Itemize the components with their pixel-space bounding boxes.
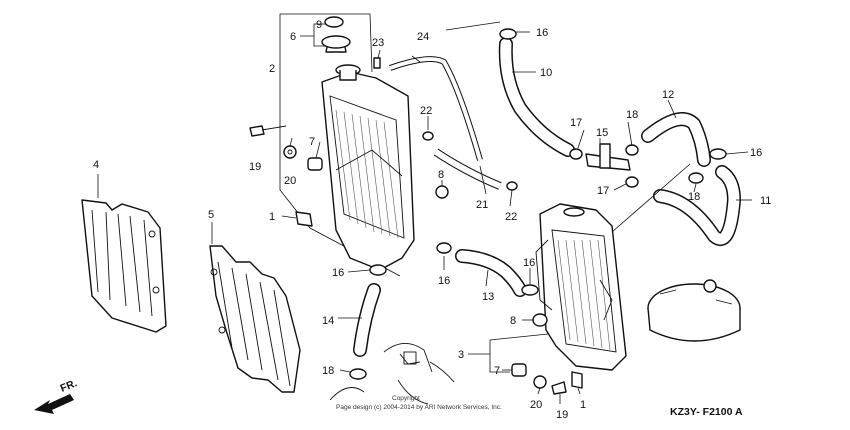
copyright-heading: Copyright	[392, 395, 420, 402]
grommet-7b	[511, 363, 527, 377]
callout-18c: 18	[322, 365, 334, 377]
callout-8b: 8	[510, 315, 516, 327]
radiator-shroud-4	[81, 199, 167, 333]
diagram-code: KZ3Y- F2100 A	[670, 406, 743, 418]
callout-20b: 20	[530, 399, 542, 411]
cylinder-head	[647, 279, 741, 342]
hose-13	[455, 249, 527, 297]
callout-19b: 19	[556, 409, 568, 421]
callout-16b: 16	[750, 147, 762, 159]
callout-17b: 17	[597, 185, 609, 197]
engine-outline	[329, 343, 455, 405]
callout-5: 5	[208, 209, 214, 221]
callout-21: 21	[476, 199, 488, 211]
callout-18a: 18	[626, 109, 638, 121]
front-direction-arrow: FR.	[34, 377, 79, 414]
radiator-louver-5	[209, 245, 301, 393]
callout-12: 12	[662, 89, 674, 101]
callout-8a: 8	[438, 169, 444, 181]
callout-17a: 17	[570, 117, 582, 129]
callout-13: 13	[482, 291, 494, 303]
collar-8b	[532, 313, 548, 327]
bolt-19a	[249, 125, 287, 137]
joint-15	[585, 143, 631, 171]
callout-22a: 22	[420, 105, 432, 117]
callout-19a: 19	[249, 161, 261, 173]
collar-20b	[533, 375, 547, 389]
callout-10: 10	[540, 67, 552, 79]
callout-11: 11	[760, 195, 771, 207]
hose-12	[641, 112, 711, 167]
grommet-7a	[307, 157, 323, 171]
radiator-assembly-2	[279, 13, 415, 277]
clamps	[349, 28, 727, 380]
callout-16d: 16	[438, 275, 450, 287]
stay-1b	[571, 371, 583, 389]
front-label: FR.	[59, 377, 79, 394]
callout-1b: 1	[580, 399, 586, 411]
overflow-tube-24	[389, 56, 483, 161]
callout-16a: 16	[536, 27, 548, 39]
callout-labels: 2 6 9 23 24 19 20 7 1 22 8 21 22 16 10 1…	[93, 19, 771, 421]
radiator-cap-6	[300, 16, 351, 53]
callout-15: 15	[596, 127, 608, 139]
bolt-23	[373, 57, 381, 69]
upper-hose-10	[498, 37, 575, 157]
bolt-19b	[551, 381, 567, 395]
callout-23: 23	[372, 37, 384, 49]
callout-3: 3	[458, 349, 464, 361]
hose-14	[353, 283, 381, 357]
clamp-22a	[422, 131, 434, 141]
radiator-assembly-3	[535, 203, 627, 371]
callout-14: 14	[322, 315, 334, 327]
callout-20a: 20	[284, 175, 296, 187]
hose-11	[653, 165, 742, 246]
callout-18b: 18	[688, 191, 700, 203]
callout-7a: 7	[309, 136, 315, 148]
copyright-text: Page design (c) 2004-2014 by ARI Network…	[336, 404, 502, 411]
callout-6: 6	[290, 31, 296, 43]
callout-2: 2	[269, 63, 275, 75]
callout-16e: 16	[523, 257, 535, 269]
callout-16c: 16	[332, 267, 344, 279]
callout-22b: 22	[505, 211, 517, 223]
callout-7b: 7	[494, 365, 500, 377]
tube-21	[433, 148, 502, 190]
callout-1a: 1	[269, 211, 275, 223]
collar-8a	[435, 185, 449, 199]
callout-9: 9	[316, 19, 322, 31]
leader-lines	[97, 21, 752, 404]
callout-24: 24	[417, 31, 429, 43]
callout-4: 4	[93, 159, 99, 171]
collar-20a	[283, 145, 297, 159]
radiator-stay-1	[295, 211, 313, 227]
